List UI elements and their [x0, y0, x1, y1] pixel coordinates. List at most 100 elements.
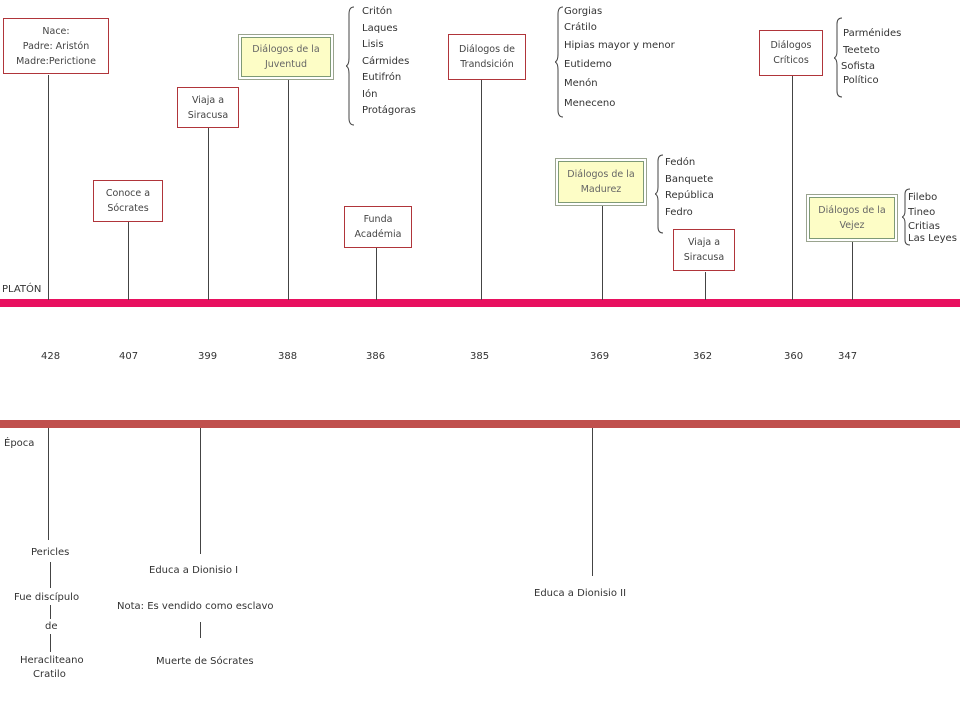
youth-dialogues-box: Diálogos de la Juventud [241, 37, 331, 77]
connector-line [852, 240, 853, 300]
old-age-dialogues-list: Filebo Tineo Critias Las Leyes [908, 190, 957, 244]
transition-dialogues-list: Gorgias Crátilo Hipias mayor y menor Eut… [564, 4, 675, 114]
platon-timeline-axis [0, 299, 960, 307]
connector-line [376, 248, 377, 300]
meets-socrates-box: Conoce a Sócrates [93, 180, 163, 222]
list-item: Critias [908, 221, 940, 232]
box-text: Madre:Perictione [16, 55, 96, 67]
list-item: Fedro [665, 206, 693, 218]
list-item: Protágoras [362, 105, 416, 116]
connector-line [48, 75, 49, 300]
connector-line [602, 204, 603, 300]
box-text: Juventud [264, 59, 308, 70]
old-age-dialogues-box: Diálogos de la Vejez [809, 197, 895, 239]
brace-icon [902, 188, 911, 246]
list-item: Eutidemo [564, 59, 612, 70]
connector-line [592, 428, 593, 576]
year-label: 399 [198, 351, 218, 362]
box-text: Académia [354, 229, 402, 240]
connector-line [208, 128, 209, 300]
founds-academy-box: Funda Académia [344, 206, 412, 248]
box-text: Viaja a [687, 237, 721, 248]
critical-dialogues-list: Parménides Teeteto Sofista Político [841, 26, 902, 87]
list-item: Hipias mayor y menor [564, 40, 675, 51]
list-item: Crátilo [564, 22, 597, 33]
transition-dialogues-box: Diálogos de Trandsición [448, 34, 526, 80]
birth-box: Nace: Padre: Aristón Madre:Perictione [3, 18, 109, 74]
list-item: Banquete [665, 173, 714, 185]
list-item: Las Leyes [908, 233, 957, 244]
box-text: Siracusa [683, 252, 725, 263]
brace-icon [555, 6, 564, 118]
year-label: 407 [119, 351, 139, 362]
box-text: Madurez [580, 184, 622, 195]
box-text: Padre: Aristón [22, 40, 90, 52]
connector-line [50, 562, 51, 588]
travel-siracusa-box: Viaja a Siracusa [177, 87, 239, 128]
platon-label: PLATÓN [2, 284, 42, 295]
connector-line [792, 76, 793, 300]
socrates-death-label: Muerte de Sócrates [156, 656, 254, 667]
year-label: 385 [470, 351, 490, 362]
box-text: Vejez [839, 220, 865, 231]
connector-line [200, 428, 201, 554]
year-label: 386 [366, 351, 386, 362]
box-text: Diálogos de la [818, 205, 886, 216]
list-item: Filebo [908, 192, 938, 203]
list-item: Laques [362, 22, 398, 34]
list-item: Menón [564, 78, 598, 89]
of-label: de [45, 621, 58, 632]
box-text: Sócrates [107, 203, 149, 214]
epoca-timeline-axis [0, 420, 960, 428]
box-text: Nace: [42, 25, 70, 37]
brace-icon [346, 6, 355, 126]
connector-line [48, 428, 49, 540]
year-label: 360 [784, 351, 804, 362]
connector-line [705, 272, 706, 300]
year-label: 347 [838, 351, 858, 362]
maturity-dialogues-box: Diálogos de la Madurez [558, 161, 644, 203]
list-item: Sofista [841, 61, 876, 72]
list-item: Gorgias [564, 6, 603, 17]
list-item: Eutifrón [362, 72, 402, 83]
box-text: Funda [363, 214, 393, 225]
list-item: Cármides [362, 55, 410, 67]
list-item: Lisis [362, 39, 384, 50]
educates-dionisio-i-label: Educa a Dionisio I [149, 565, 239, 576]
list-item: Critón [362, 6, 393, 17]
brace-icon [655, 154, 664, 234]
sold-as-slave-note: Nota: Es vendido como esclavo [117, 601, 274, 612]
box-text: Conoce a [105, 188, 151, 199]
critical-dialogues-box: Diálogos Críticos [759, 30, 823, 76]
box-text: Diálogos de la [567, 169, 635, 180]
box-text: Diálogos de la [252, 44, 320, 55]
connector-line [288, 78, 289, 300]
travel-siracusa-box: Viaja a Siracusa [673, 229, 735, 271]
pericles-label: Pericles [31, 547, 70, 558]
list-item: Parménides [843, 28, 902, 39]
brace-icon [834, 17, 843, 98]
list-item: Ión [362, 88, 378, 100]
year-label: 388 [278, 351, 298, 362]
year-label: 428 [41, 351, 61, 362]
epoca-label: Época [4, 438, 35, 449]
youth-dialogues-list: Critón Laques Lisis Cármides Eutifrón Ió… [362, 4, 416, 120]
year-label: 369 [590, 351, 610, 362]
list-item: Teeteto [843, 45, 880, 56]
box-text: Trandsición [460, 59, 514, 70]
heraclitean-label: Heracliteano [20, 655, 84, 666]
maturity-dialogues-list: Fedón Banquete República Fedro [665, 155, 714, 221]
connector-line [50, 605, 51, 619]
list-item: Político [843, 75, 879, 86]
disciple-label: Fue discípulo [14, 592, 80, 603]
cratilo-label: Cratilo [33, 669, 66, 680]
connector-line [50, 634, 51, 652]
list-item: Fedón [665, 157, 696, 168]
box-text: Diálogos [770, 40, 812, 51]
year-label: 362 [693, 351, 713, 362]
list-item: Meneceno [564, 98, 616, 109]
educates-dionisio-ii-label: Educa a Dionisio II [534, 588, 627, 599]
connector-line [128, 222, 129, 300]
list-item: República [665, 190, 714, 201]
box-text: Críticos [773, 55, 809, 66]
